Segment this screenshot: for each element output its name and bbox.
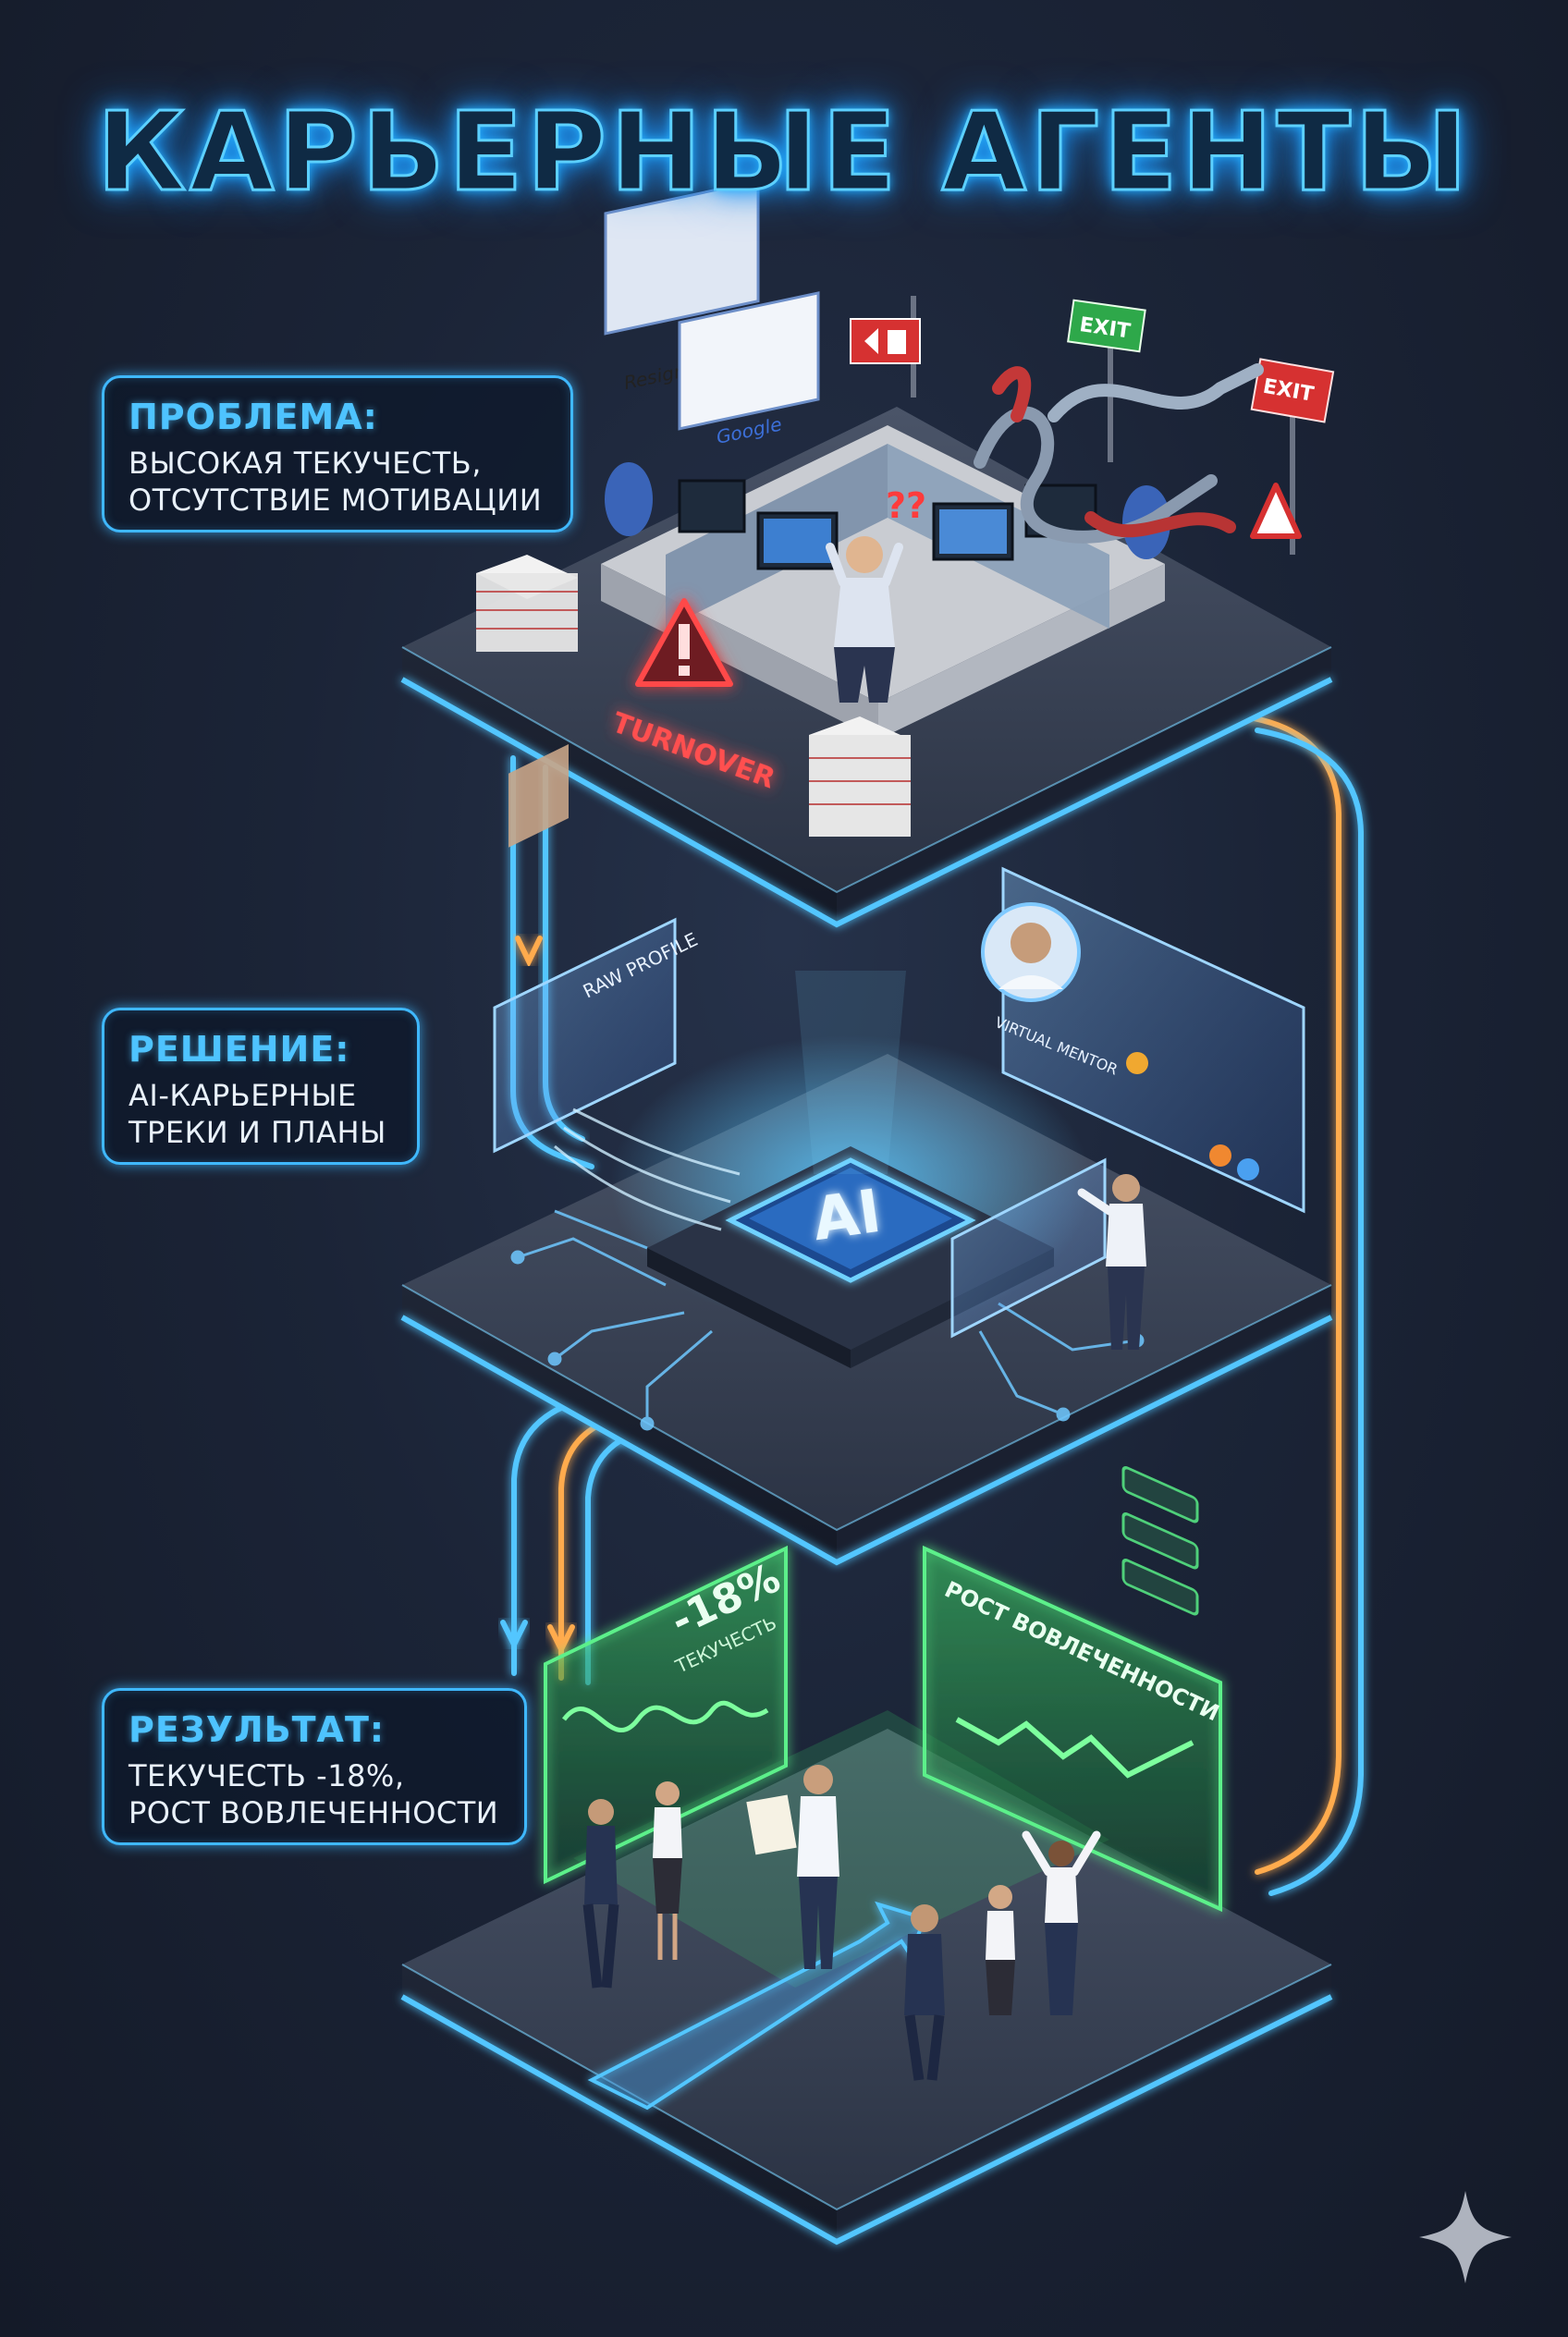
person-3 [746,1765,839,1969]
turnover-chart-panel [544,1545,788,1885]
problem-line-1: ВЫСОКАЯ ТЕКУЧЕСТЬ, [129,446,482,481]
result-line-2: РОСТ ВОВЛЕЧЕННОСТИ [129,1795,499,1830]
problem-callout: ПРОБЛЕМА: ВЫСОКАЯ ТЕКУЧЕСТЬ, ОТСУТСТВИЕ … [102,375,573,532]
paper-stacks [476,555,911,837]
person-2 [653,1781,682,1960]
celebrating-team [582,1765,1101,2081]
solution-heading: РЕШЕНИЕ: [129,1029,350,1070]
problem-heading: ПРОБЛЕМА: [129,397,378,437]
result-platform: -18% ТЕКУЧЕСТЬ РОСТ ВОВЛЕЧЕННОСТИ [400,1545,1333,2245]
four-point-star-icon [1419,2191,1512,2283]
data-stream-lines [554,1107,741,1231]
question-marks: ?? [886,485,926,526]
tangled-exit-arrows [974,363,1264,544]
result-line-1: ТЕКУЧЕСТЬ -18%, [129,1758,405,1793]
person-1 [582,1799,619,1988]
solution-callout: РЕШЕНИЕ: AI-КАРЬЕРНЫЕ ТРЕКИ И ПЛАНЫ [102,1008,420,1165]
google-browser-window: Google [678,291,820,448]
person-6 [1022,1830,1101,2015]
exit-sign-red: EXIT [1250,358,1335,555]
ai-chip-label: AI [809,1178,886,1254]
circuit-traces [510,1209,1145,1431]
page-title: КАРЬЕРНЫЕ АГЕНТЫ [95,87,1472,217]
exit-sign-green: EXIT [1067,299,1146,462]
virtual-mentor-panel [981,866,1305,1616]
engagement-chart-panel [923,1545,1222,1913]
solution-platform: AI RAW PROFILE [400,744,1333,1616]
light-beam [795,971,906,1174]
stressed-worker-figure [826,536,903,703]
emergency-exit-icon [850,296,921,398]
result-callout: РЕЗУЛЬТАТ: ТЕКУЧЕСТЬ -18%, РОСТ ВОВЛЕЧЕН… [102,1688,527,1845]
solution-line-2: ТРЕКИ И ПЛАНЫ [129,1115,386,1150]
warning-triangle-icon [635,598,733,687]
solution-line-1: AI-КАРЬЕРНЫЕ [129,1078,357,1113]
person-4 [904,1904,945,2081]
presenter-figure [1077,1174,1146,1350]
holo-screen [950,1157,1107,1339]
person-5 [986,1885,1015,2015]
problem-line-2: ОТСУТСТВИЕ МОТИВАЦИИ [129,483,543,518]
raw-profile-card [493,744,677,1154]
result-heading: РЕЗУЛЬТАТ: [129,1709,386,1750]
problem-platform: ?? TURNOVER Resignation Google [400,178,1335,928]
